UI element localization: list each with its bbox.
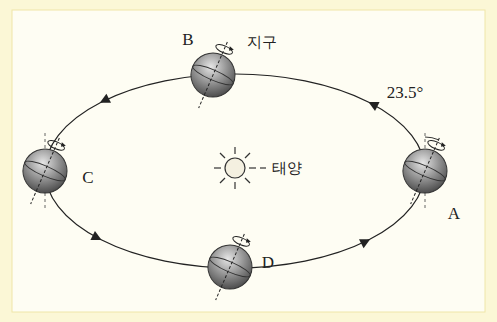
position-label: B <box>182 31 193 50</box>
orbit-arrows <box>90 94 379 248</box>
panel <box>12 10 485 312</box>
position-label: D <box>262 254 274 273</box>
sun-label: 태양 <box>272 160 302 177</box>
sun-symbol <box>214 147 266 189</box>
position-label: A <box>448 205 460 224</box>
angle-label: 23.5° <box>387 84 424 103</box>
earth-label: 지구 <box>247 34 277 51</box>
orbit <box>45 74 425 268</box>
position-label: C <box>82 169 93 188</box>
earth-globes <box>10 33 459 309</box>
